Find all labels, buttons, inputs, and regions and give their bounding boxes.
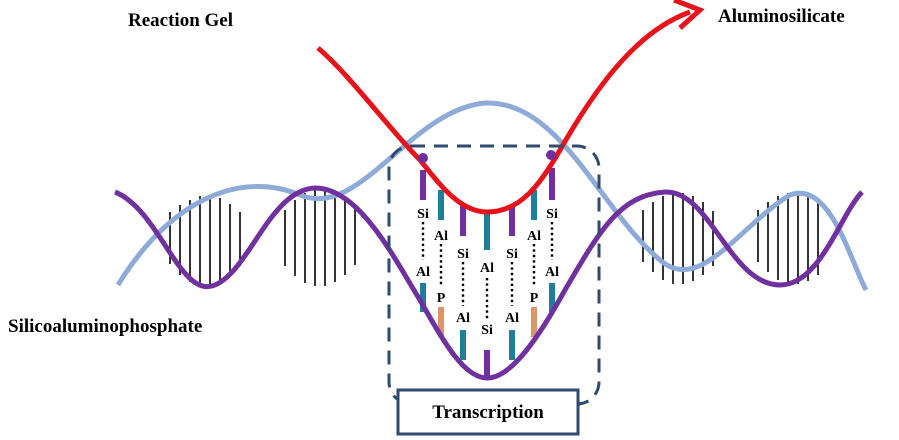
reaction-gel-label: Reaction Gel: [128, 10, 233, 31]
dotted-bonds: [421, 222, 554, 320]
atom-col4-bottom: Si: [481, 323, 493, 338]
atom-col3-top: Si: [457, 247, 469, 262]
atom-col5-top: Si: [506, 247, 518, 262]
atom-col1-top: Si: [417, 207, 429, 222]
atom-col2-top: Al: [434, 229, 448, 244]
atom-col5-bottom: Al: [505, 311, 519, 326]
blue-strand: [115, 100, 869, 292]
aluminosilicate-label: Aluminosilicate: [718, 6, 845, 27]
red-reaction-arrow: [316, 9, 691, 215]
purple-strand: [113, 185, 864, 381]
intersection-point-left: [418, 153, 428, 163]
atom-labels: Si Al Al P Si Al Al Si Si Al Al P Si Al: [416, 207, 559, 338]
atom-col2-bottom: P: [437, 291, 446, 306]
left-helix-rungs: [169, 190, 356, 286]
atom-col7-top: Si: [546, 207, 558, 222]
red-arrowhead: [673, 0, 705, 30]
intersection-point-right: [546, 150, 556, 160]
transcription-label: Transcription: [432, 402, 544, 423]
atom-col6-bottom: P: [530, 291, 539, 306]
atom-col7-bottom: Al: [545, 265, 559, 280]
atom-col6-top: Al: [527, 229, 541, 244]
transcription-label-box: [396, 388, 580, 436]
right-helix-rungs: [642, 193, 819, 284]
atom-col4-top: Al: [480, 261, 494, 276]
framework-bars: [420, 168, 555, 376]
silicoaluminophosphate-label: Silicoaluminophosphate: [8, 316, 202, 337]
atom-col3-bottom: Al: [456, 311, 470, 326]
atom-col1-bottom: Al: [416, 265, 430, 280]
